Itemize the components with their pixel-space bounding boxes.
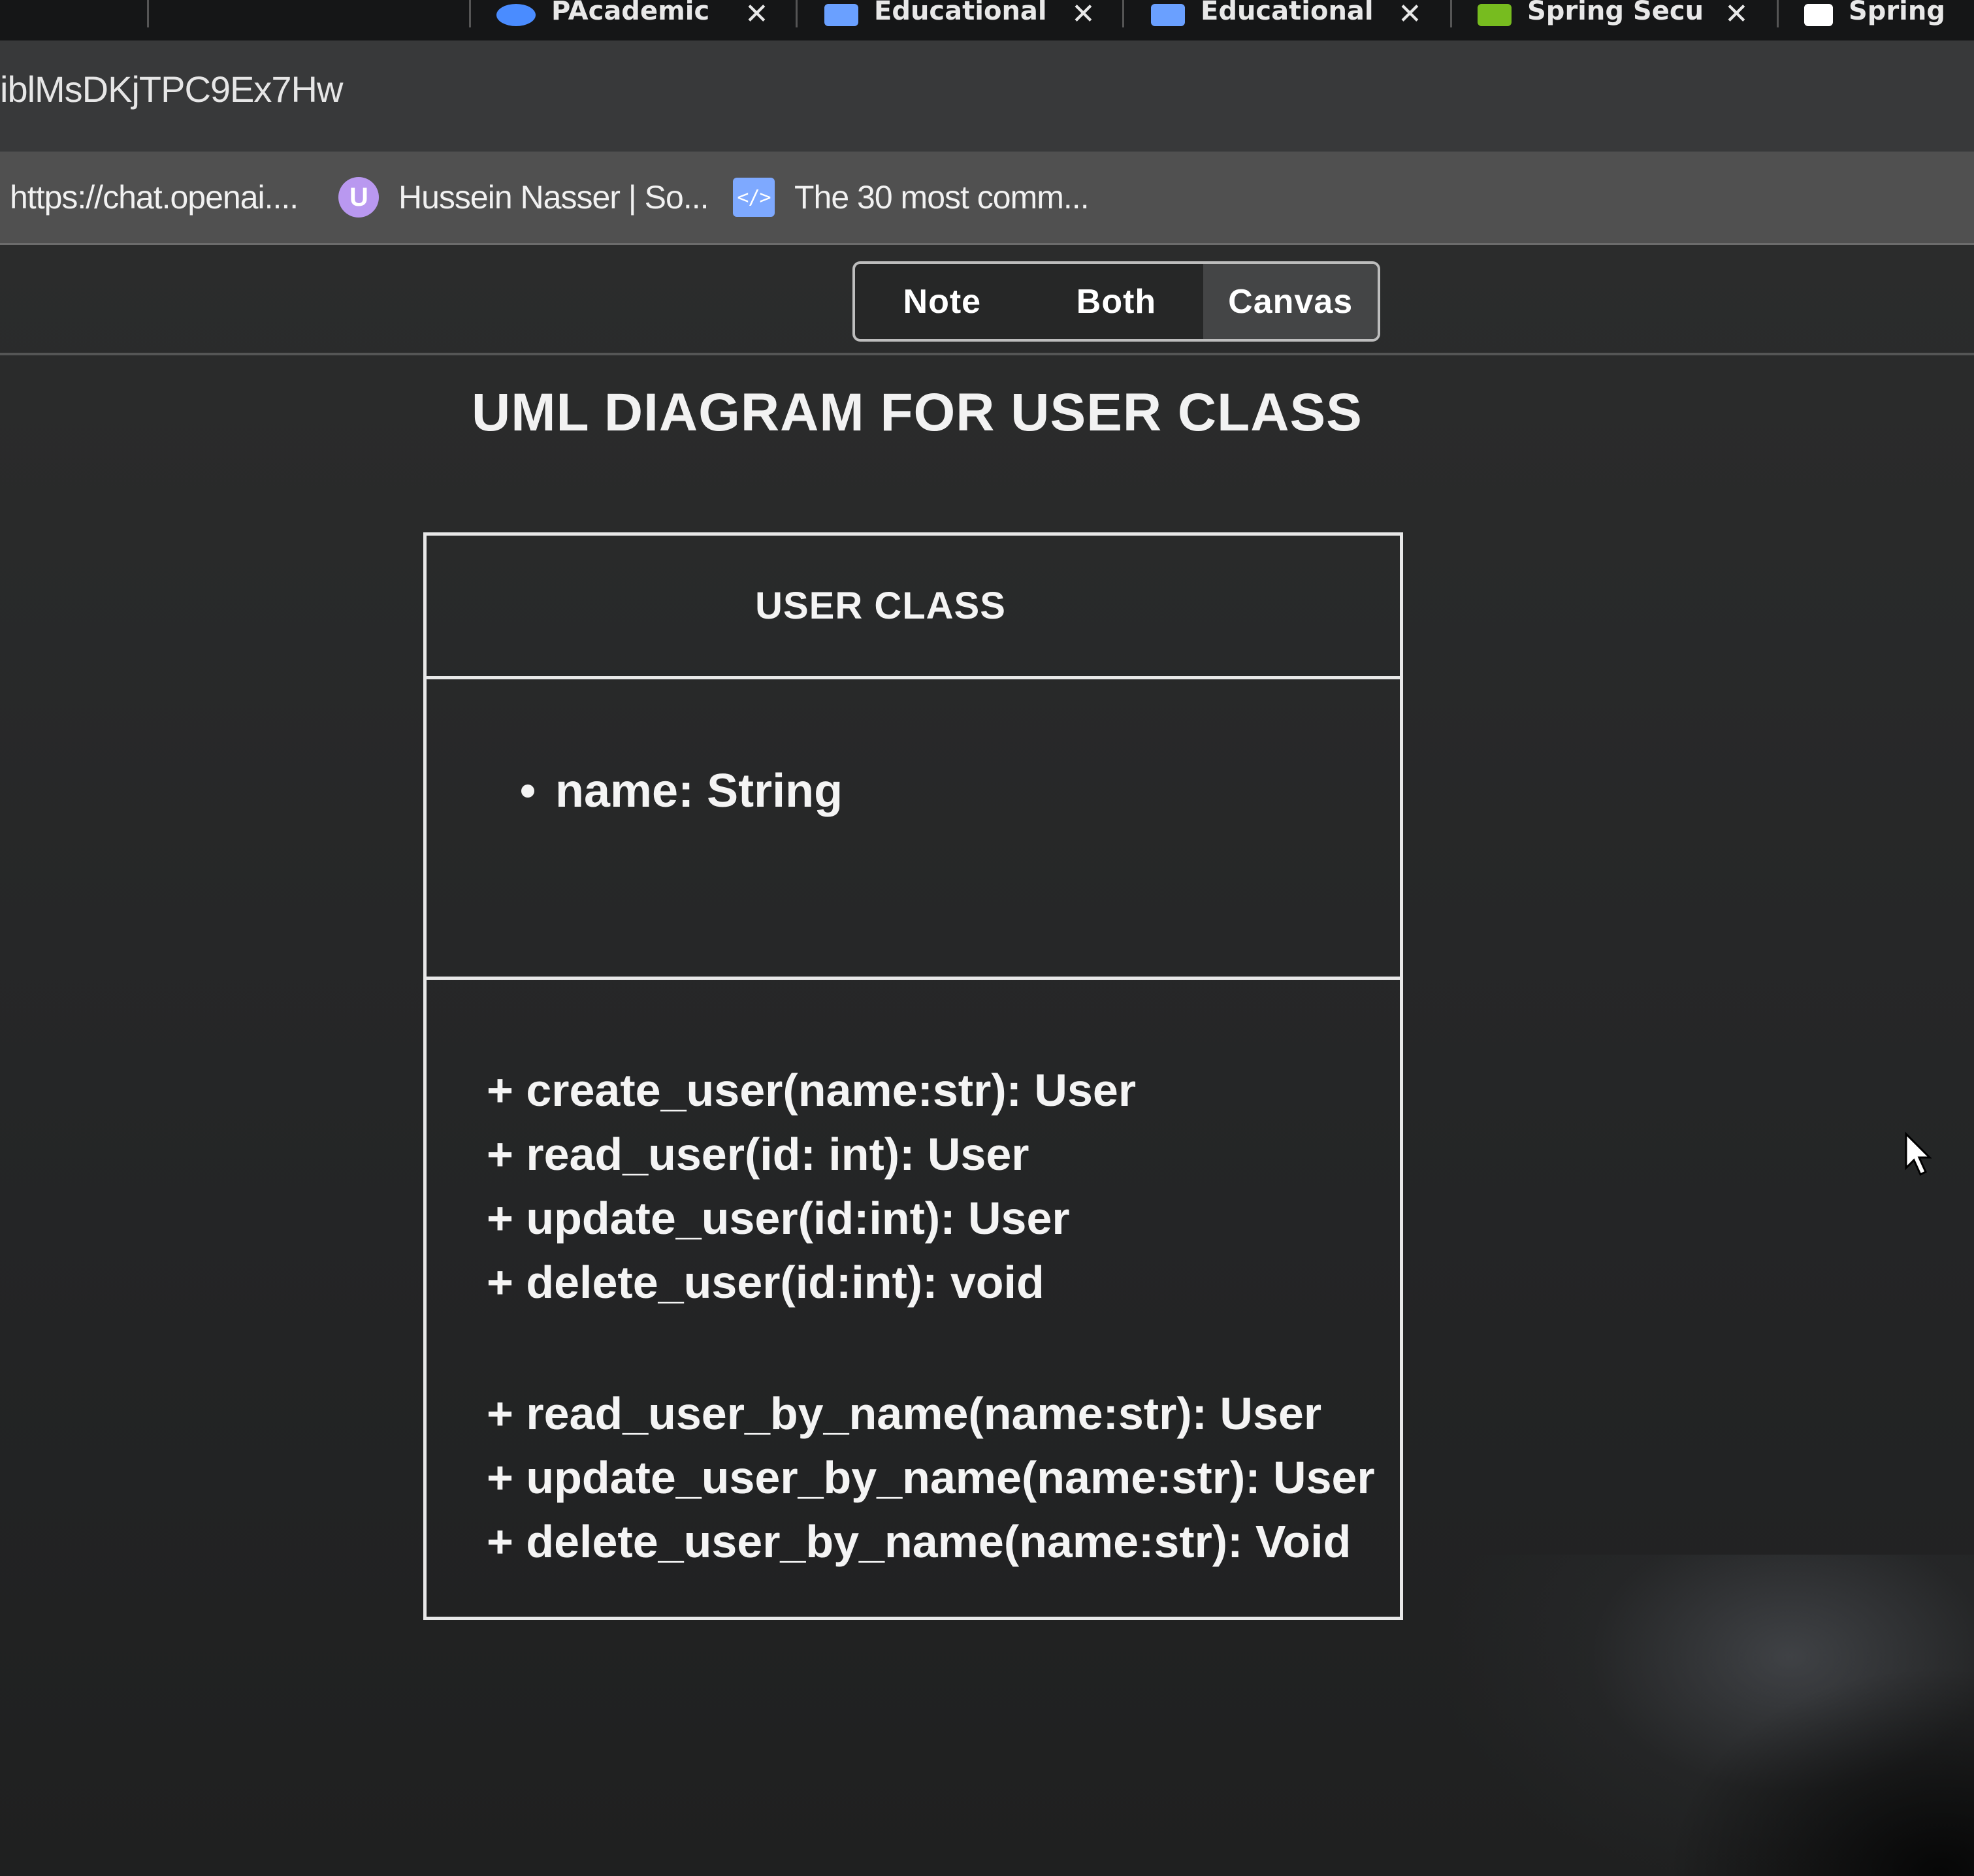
mouse-cursor-icon [1905, 1131, 1932, 1176]
address-bar[interactable]: iblMsDKjTPC9Ex7Hw [0, 40, 1974, 152]
uml-attributes-section: name: String [427, 679, 1400, 980]
bookmarks-bar: https://chat.openai.... U Hussein Nasser… [0, 152, 1974, 245]
document-icon [824, 4, 858, 26]
uml-method: + update_user_by_name(name:str): User [487, 1452, 1375, 1503]
tab-separator [1450, 0, 1452, 27]
code-icon: </> [733, 178, 775, 217]
url-text[interactable]: iblMsDKjTPC9Ex7Hw [0, 69, 343, 110]
diagram-title: UML DIAGRAM FOR USER CLASS [472, 383, 1363, 442]
uml-method: + delete_user_by_name(name:str): Void [487, 1516, 1351, 1567]
tab-separator [147, 0, 149, 27]
uml-class-name: USER CLASS [755, 585, 1006, 627]
method-group: + create_user(name:str): User + read_use… [487, 1058, 1136, 1314]
tab-separator [1122, 0, 1124, 27]
tab-title: Educational [874, 0, 1047, 26]
uml-class-box[interactable]: USER CLASS name: String + create_user(na… [423, 532, 1403, 1620]
uml-class-header: USER CLASS [427, 536, 1400, 679]
tab-title: PAcademic [551, 0, 710, 26]
toggle-both-button[interactable]: Both [1076, 282, 1157, 321]
toggle-canvas-button[interactable]: Canvas [1203, 264, 1378, 339]
close-icon[interactable]: ✕ [1071, 0, 1095, 31]
browser-tab[interactable]: Educational [824, 0, 1099, 26]
toggle-note-button[interactable]: Note [903, 282, 982, 321]
divider [0, 353, 1974, 355]
bookmark-label: The 30 most comm... [794, 179, 1090, 216]
bookmark-30-most-common[interactable]: </> The 30 most comm... [733, 152, 1090, 243]
tab-title: Spring [1849, 0, 1945, 26]
tab-separator [796, 0, 798, 27]
udemy-icon: U [338, 177, 379, 218]
view-toggle: Note Both Canvas [852, 261, 1380, 342]
bookmark-hussein-nasser[interactable]: U Hussein Nasser | So... [338, 152, 709, 243]
close-icon[interactable]: ✕ [1724, 0, 1749, 31]
tab-separator [469, 0, 471, 27]
globe-icon [496, 4, 536, 26]
bookmark-label: https://chat.openai.... [10, 179, 299, 216]
browser-tab[interactable]: Spring [1804, 0, 1974, 26]
bookmark-label: Hussein Nasser | So... [398, 179, 709, 216]
app-content: Note Both Canvas UML DIAGRAM FOR USER CL… [0, 245, 1974, 1876]
browser-tab[interactable]: Spring Secu [1478, 0, 1752, 26]
close-icon[interactable]: ✕ [1398, 0, 1422, 31]
method-group: + read_user_by_name(name:str): User + up… [487, 1382, 1375, 1574]
uml-method: + create_user(name:str): User [487, 1065, 1137, 1116]
uml-method: + read_user(id: int): User [487, 1129, 1029, 1180]
document-icon [1151, 4, 1185, 26]
uml-method: + read_user_by_name(name:str): User [487, 1388, 1322, 1439]
app-icon [1804, 4, 1833, 26]
browser-tab[interactable]: PAcademic [496, 0, 771, 26]
tab-title: Spring Secu [1527, 0, 1704, 26]
bookmark-chat-openai[interactable]: https://chat.openai.... [10, 152, 299, 243]
tab-separator [1777, 0, 1779, 27]
uml-method: + delete_user(id:int): void [487, 1257, 1044, 1308]
attribute-text: name: String [555, 765, 843, 817]
uml-attribute: name: String [521, 764, 843, 818]
tab-title: Educational [1201, 0, 1374, 26]
browser-tab[interactable]: Educational [1151, 0, 1425, 26]
spring-leaf-icon [1478, 4, 1512, 26]
bullet-icon [521, 784, 534, 798]
close-icon[interactable]: ✕ [745, 0, 769, 31]
browser-tab-strip: PAcademic Educational Educational Spring… [0, 0, 1974, 40]
uml-method: + update_user(id:int): User [487, 1193, 1070, 1244]
